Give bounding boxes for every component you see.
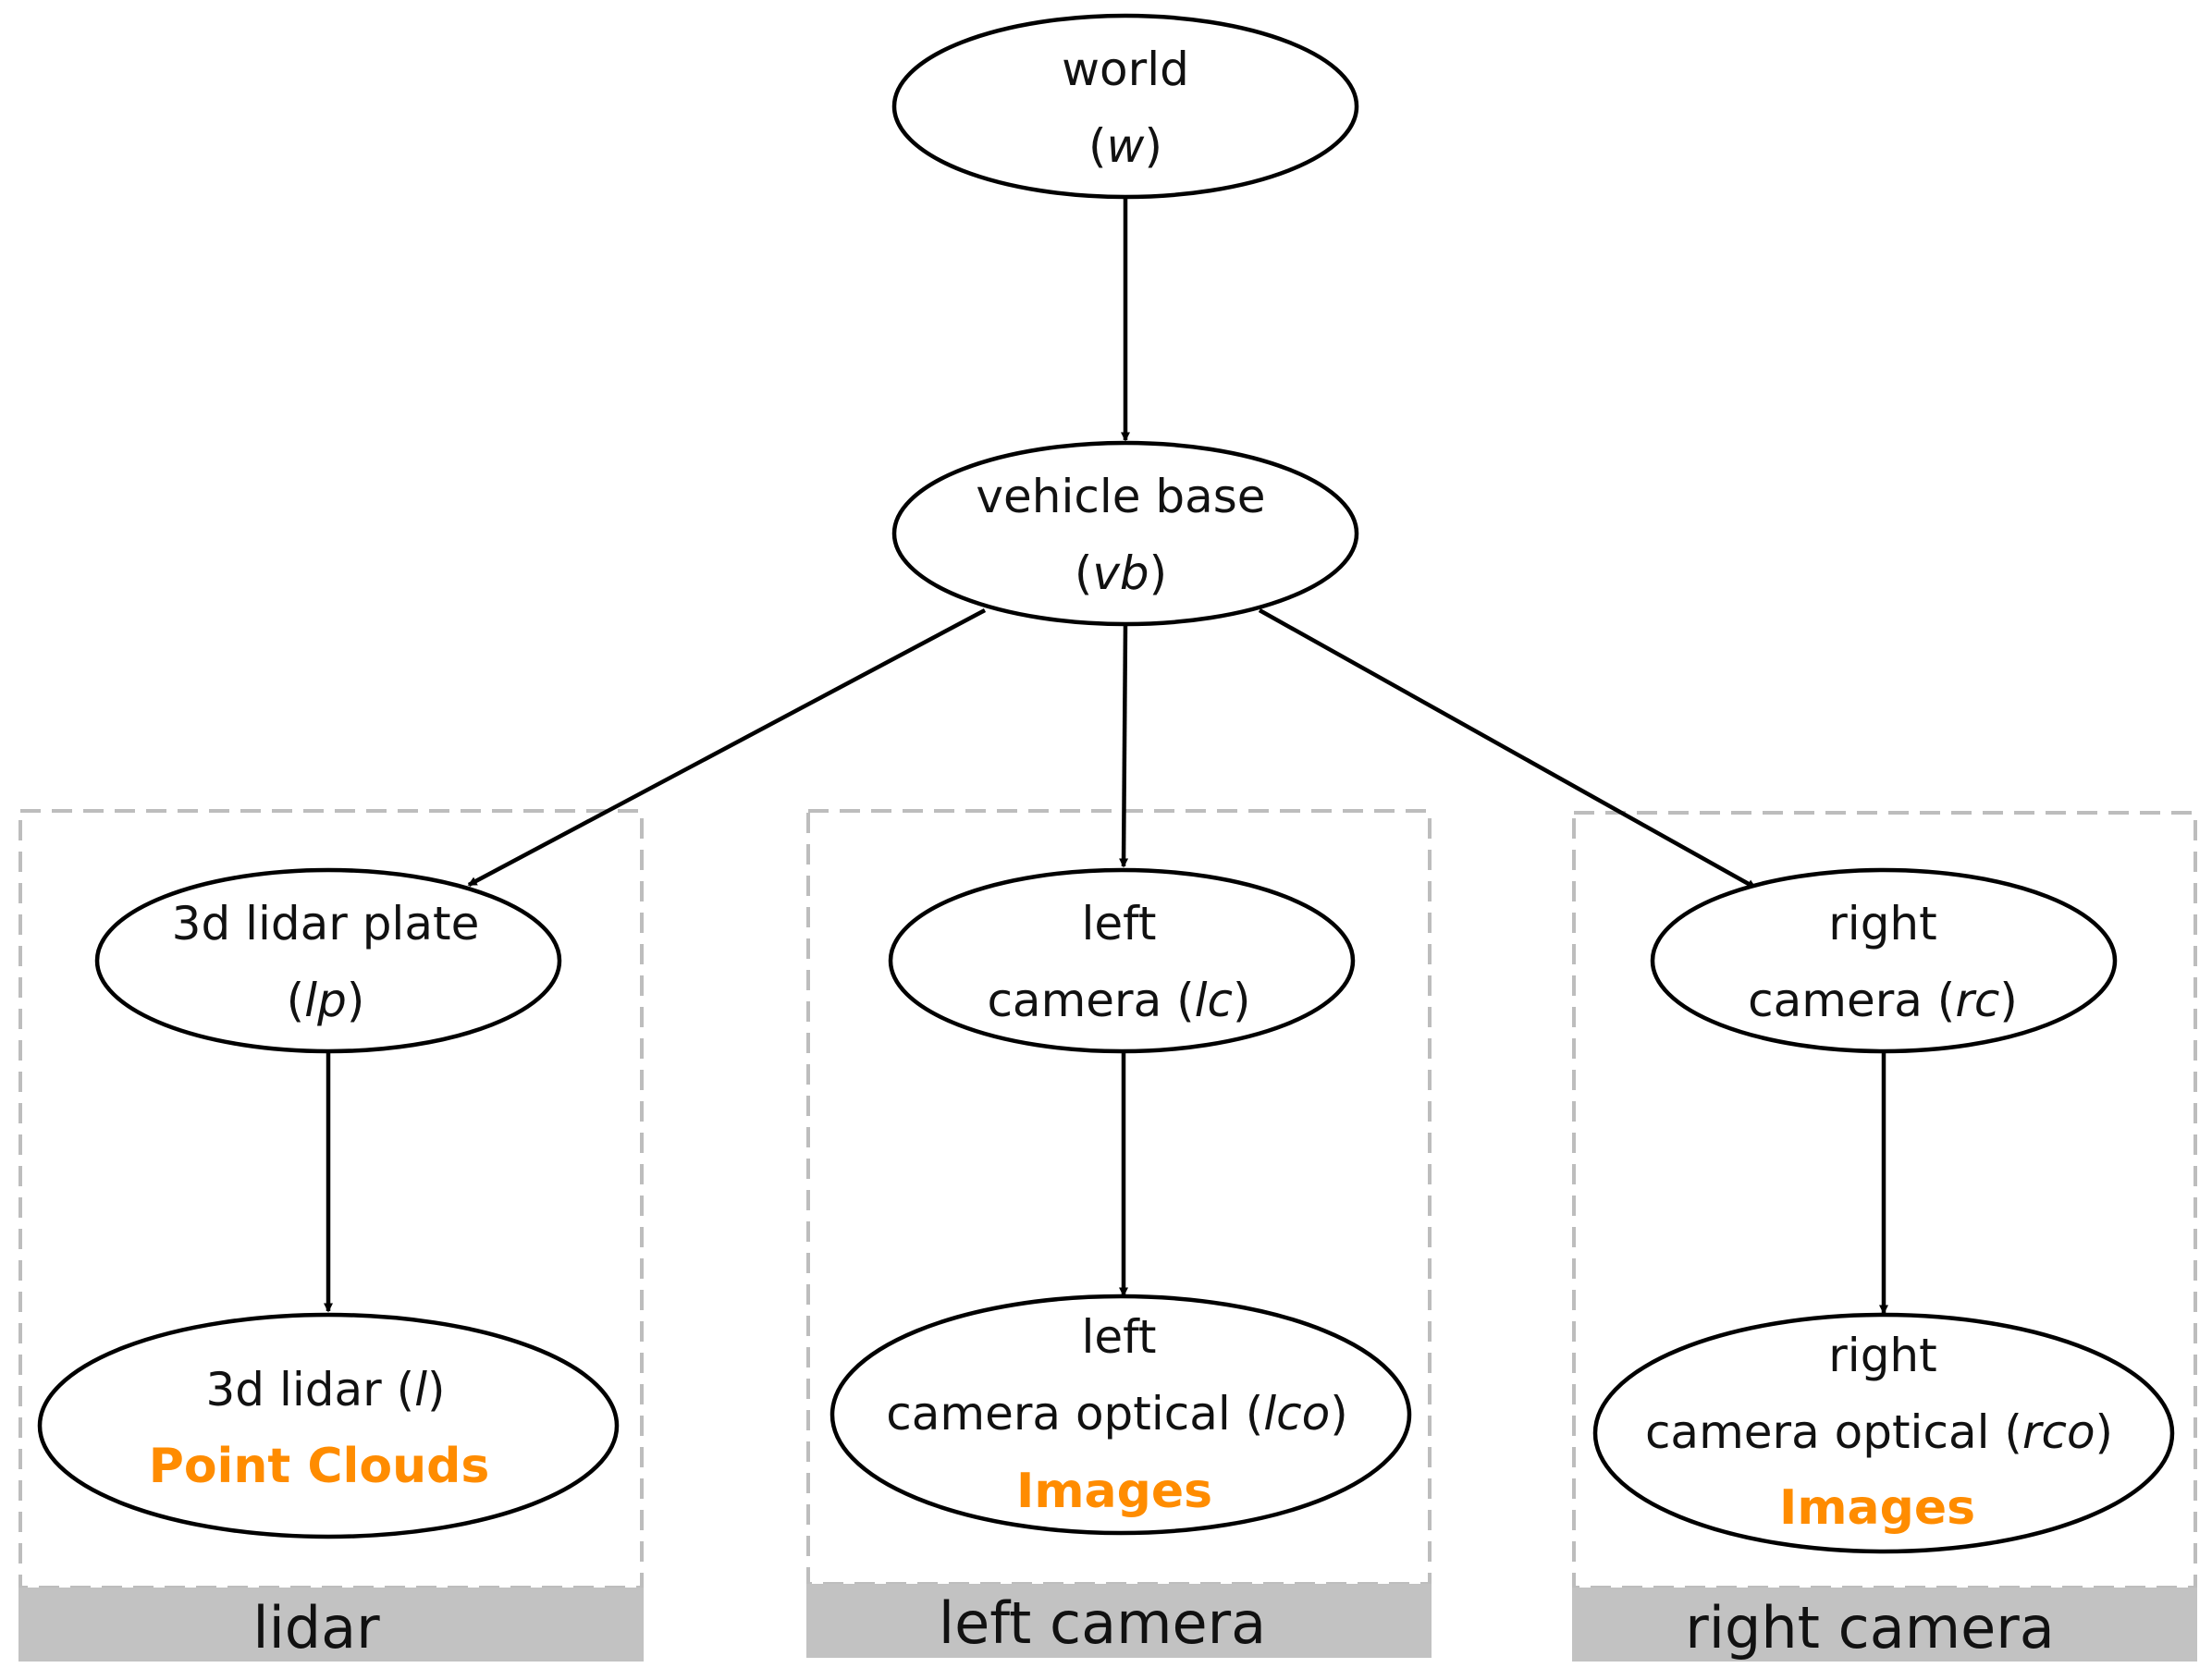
node-vehicle-base-abbr: vb — [1092, 546, 1149, 600]
edge-vehicle-base-right-camera — [1258, 608, 1757, 889]
group-lidar-bar — [18, 1588, 644, 1662]
node-left-optical-ellipse — [830, 1294, 1412, 1536]
node-left-camera-ellipse — [888, 867, 1356, 1054]
group-left-camera-label: left camera — [939, 1589, 1266, 1657]
group-right-camera-label: right camera — [1685, 1594, 2055, 1662]
node-lidar-plate-abbr-line: (lp) — [287, 974, 365, 1027]
node-world-abbr: w — [1107, 119, 1145, 173]
node-right-camera-abbr: rc — [1955, 974, 1999, 1027]
node-world-ellipse — [891, 13, 1359, 200]
node-lidar-plate-ellipse — [94, 867, 562, 1054]
node-right-optical-ellipse — [1592, 1312, 2175, 1554]
node-lidar-abbr: l — [414, 1363, 427, 1416]
node-right-camera: right camera (rc) — [1650, 867, 2118, 1054]
node-world-label: world — [1062, 43, 1189, 96]
node-left-optical-abbr: lco — [1263, 1387, 1330, 1441]
node-world-abbr-line: (w) — [1088, 119, 1162, 173]
node-left-optical-abbr-line: camera optical (lco) — [886, 1387, 1347, 1441]
node-right-optical-abbr-line: camera optical (rco) — [1645, 1405, 2113, 1459]
node-vehicle-base-ellipse — [891, 440, 1359, 627]
edge-vehicle-base-left-camera — [1119, 624, 1129, 868]
node-right-camera-abbr-line: camera (rc) — [1748, 974, 2018, 1027]
node-left-camera-label2: camera — [987, 974, 1161, 1027]
node-lidar: 3d lidar (l) Point Clouds — [37, 1312, 620, 1539]
node-right-optical-data-type: Images — [1779, 1480, 1975, 1536]
group-right-camera-bar — [1572, 1588, 2197, 1662]
node-lidar-label-line: 3d lidar (l) — [206, 1363, 446, 1416]
group-right-camera: right camera — [1572, 811, 2197, 1662]
node-right-optical: right camera optical (rco) Images — [1592, 1312, 2175, 1554]
node-right-optical-label2: camera optical — [1645, 1405, 1990, 1459]
node-lidar-data-type: Point Clouds — [149, 1439, 490, 1494]
node-lidar-ellipse — [37, 1312, 620, 1539]
node-left-optical-label2: camera optical — [886, 1387, 1231, 1441]
node-right-camera-ellipse — [1650, 867, 2118, 1054]
node-left-optical-label: left — [1082, 1310, 1157, 1364]
group-lidar-label: lidar — [252, 1594, 380, 1662]
group-left-camera-bar — [806, 1584, 1432, 1658]
node-right-camera-label: right — [1828, 897, 1936, 950]
edge-vehicle-base-lidar-plate — [467, 608, 987, 887]
node-vehicle-base: vehicle base (vb) — [891, 440, 1359, 627]
node-left-optical-data-type: Images — [1016, 1464, 1212, 1519]
node-left-camera-abbr: lc — [1195, 974, 1233, 1027]
node-right-optical-label: right — [1828, 1329, 1936, 1382]
node-right-optical-abbr: rco — [2022, 1405, 2095, 1459]
node-vehicle-base-abbr-line: (vb) — [1075, 546, 1167, 600]
node-lidar-plate-label: 3d lidar plate — [172, 897, 480, 950]
node-lidar-plate: 3d lidar plate (lp) — [94, 867, 562, 1054]
node-lidar-plate-abbr: lp — [304, 974, 347, 1027]
node-left-camera-label: left — [1082, 897, 1157, 950]
node-world: world (w) — [891, 13, 1359, 200]
group-lidar: lidar — [18, 809, 644, 1662]
node-lidar-label: 3d lidar — [206, 1363, 383, 1416]
node-left-camera-abbr-line: camera (lc) — [987, 974, 1250, 1027]
node-right-camera-label2: camera — [1748, 974, 1923, 1027]
node-left-optical: left camera optical (lco) Images — [830, 1294, 1412, 1536]
node-left-camera: left camera (lc) — [888, 867, 1356, 1054]
group-left-camera: left camera — [806, 809, 1432, 1658]
node-vehicle-base-label: vehicle base — [976, 470, 1265, 523]
